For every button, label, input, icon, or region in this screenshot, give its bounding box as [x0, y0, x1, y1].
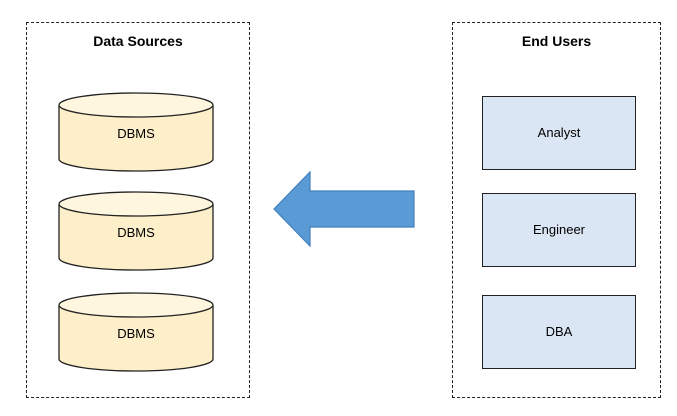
end-users-group: End Users [452, 22, 661, 398]
user-box-dba: DBA [482, 295, 636, 369]
user-label: Engineer [532, 222, 586, 237]
database-icon [58, 191, 214, 271]
database-cylinder-2: DBMS [58, 191, 214, 271]
user-box-analyst: Analyst [482, 96, 636, 170]
user-label: Analyst [537, 125, 581, 140]
database-label: DBMS [117, 126, 155, 141]
database-cylinder-1: DBMS [58, 92, 214, 172]
database-label: DBMS [117, 225, 155, 240]
left-arrow-icon [273, 170, 415, 248]
database-cylinder-3: DBMS [58, 292, 214, 372]
data-sources-group: Data Sources [26, 22, 250, 398]
data-sources-title: Data Sources [93, 33, 183, 49]
user-label: DBA [545, 324, 573, 339]
database-icon [58, 92, 214, 172]
database-label: DBMS [117, 326, 155, 341]
database-icon [58, 292, 214, 372]
end-users-title: End Users [521, 33, 592, 49]
user-box-engineer: Engineer [482, 193, 636, 267]
